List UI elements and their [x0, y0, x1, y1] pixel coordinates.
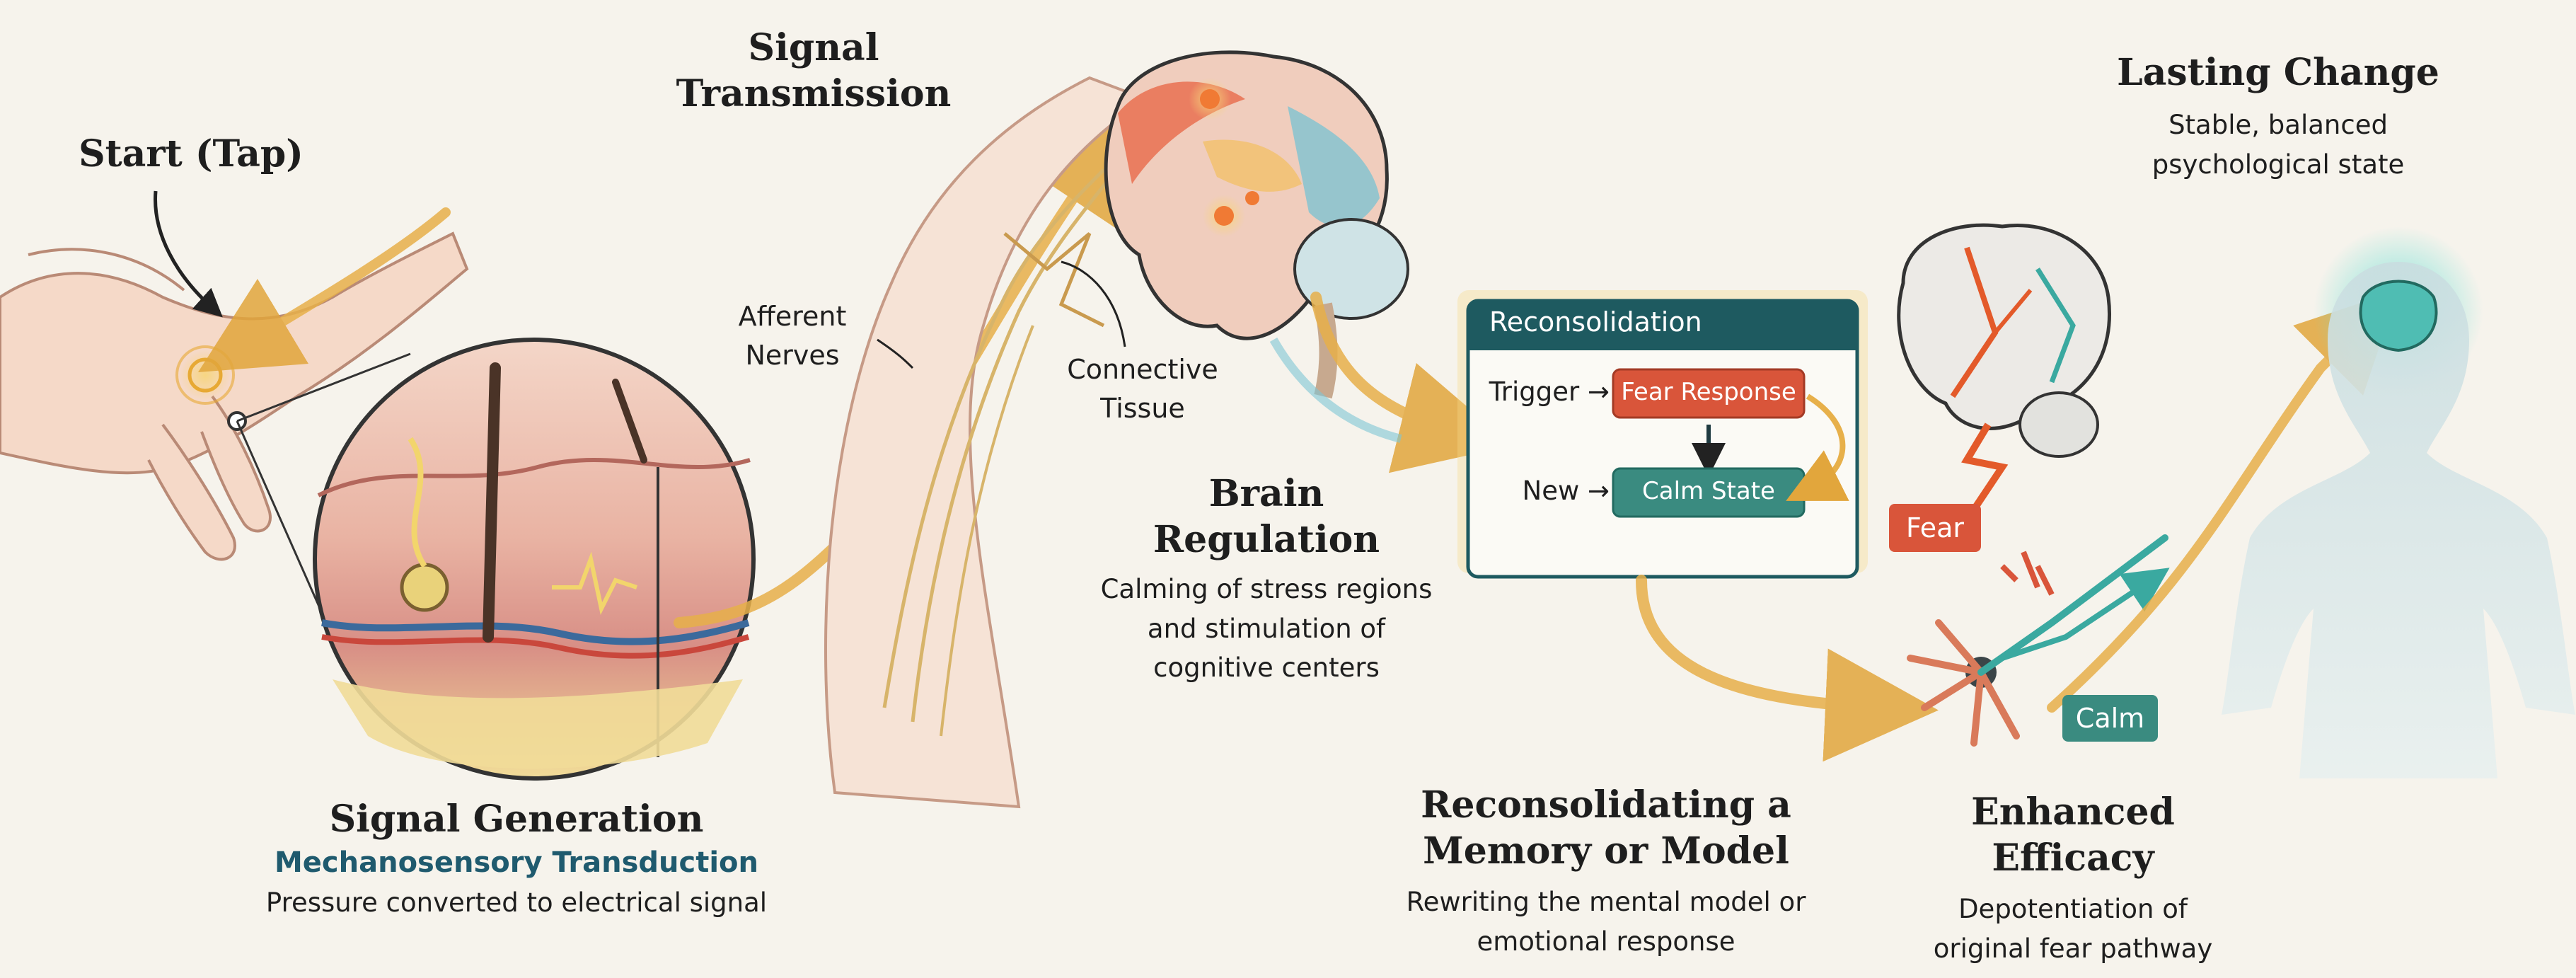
reconsolidating-block: Reconsolidating a Memory or Model Rewrit… — [1387, 782, 1825, 961]
fear-tag-label: Fear — [1889, 512, 1981, 543]
reconsolidation-header: Reconsolidation — [1489, 306, 1772, 338]
lasting-change-title: Lasting Change — [2094, 50, 2462, 96]
box-to-efficacy-arrow — [1641, 580, 1882, 708]
trigger-label: Trigger → — [1482, 376, 1610, 407]
connective-tissue-label: Connective Tissue — [1054, 350, 1231, 428]
lasting-change-desc: Stable, balanced psychological state — [2094, 105, 2462, 184]
fear-response-node: Fear Response — [1613, 378, 1804, 406]
signal-generation-block: Signal Generation Mechanosensory Transdu… — [212, 796, 821, 923]
enhanced-efficacy-title: Enhanced Efficacy — [1910, 789, 2236, 881]
enhanced-efficacy-desc: Depotentiation of original fear pathway — [1910, 890, 2236, 968]
reconsolidating-title: Reconsolidating a Memory or Model — [1387, 782, 1825, 874]
afferent-nerves-label: Afferent Nerves — [715, 297, 870, 375]
signal-generation-subtitle: Mechanosensory Transduction — [212, 846, 821, 879]
brain-regulation-title: Brain Regulation — [1082, 471, 1450, 563]
start-title: Start (Tap) — [78, 131, 304, 177]
lasting-change-block: Lasting Change Stable, balanced psycholo… — [2094, 50, 2462, 184]
new-label: New → — [1482, 476, 1610, 506]
signal-generation-desc: Pressure converted to electrical signal — [212, 883, 821, 923]
signal-transmission-title: Signal Transmission — [658, 25, 969, 117]
connective-leader — [1061, 262, 1125, 347]
main-brain — [1106, 52, 1408, 396]
signal-generation-title: Signal Generation — [212, 796, 821, 842]
enhanced-efficacy-block: Enhanced Efficacy Depotentiation of orig… — [1910, 789, 2236, 968]
lasting-change-figure — [2222, 226, 2575, 778]
brain-regulation-block: Brain Regulation Calming of stress regio… — [1082, 471, 1450, 688]
skin-cross-section — [315, 340, 753, 778]
arm-illustration — [826, 78, 1146, 807]
efficacy-brain — [1899, 225, 2110, 510]
calm-state-node: Calm State — [1613, 477, 1804, 505]
reconsolidating-desc: Rewriting the mental model or emotional … — [1387, 882, 1825, 961]
calm-tag-label: Calm — [2062, 703, 2158, 734]
brain-regulation-desc: Calming of stress regions and stimulatio… — [1082, 570, 1450, 688]
